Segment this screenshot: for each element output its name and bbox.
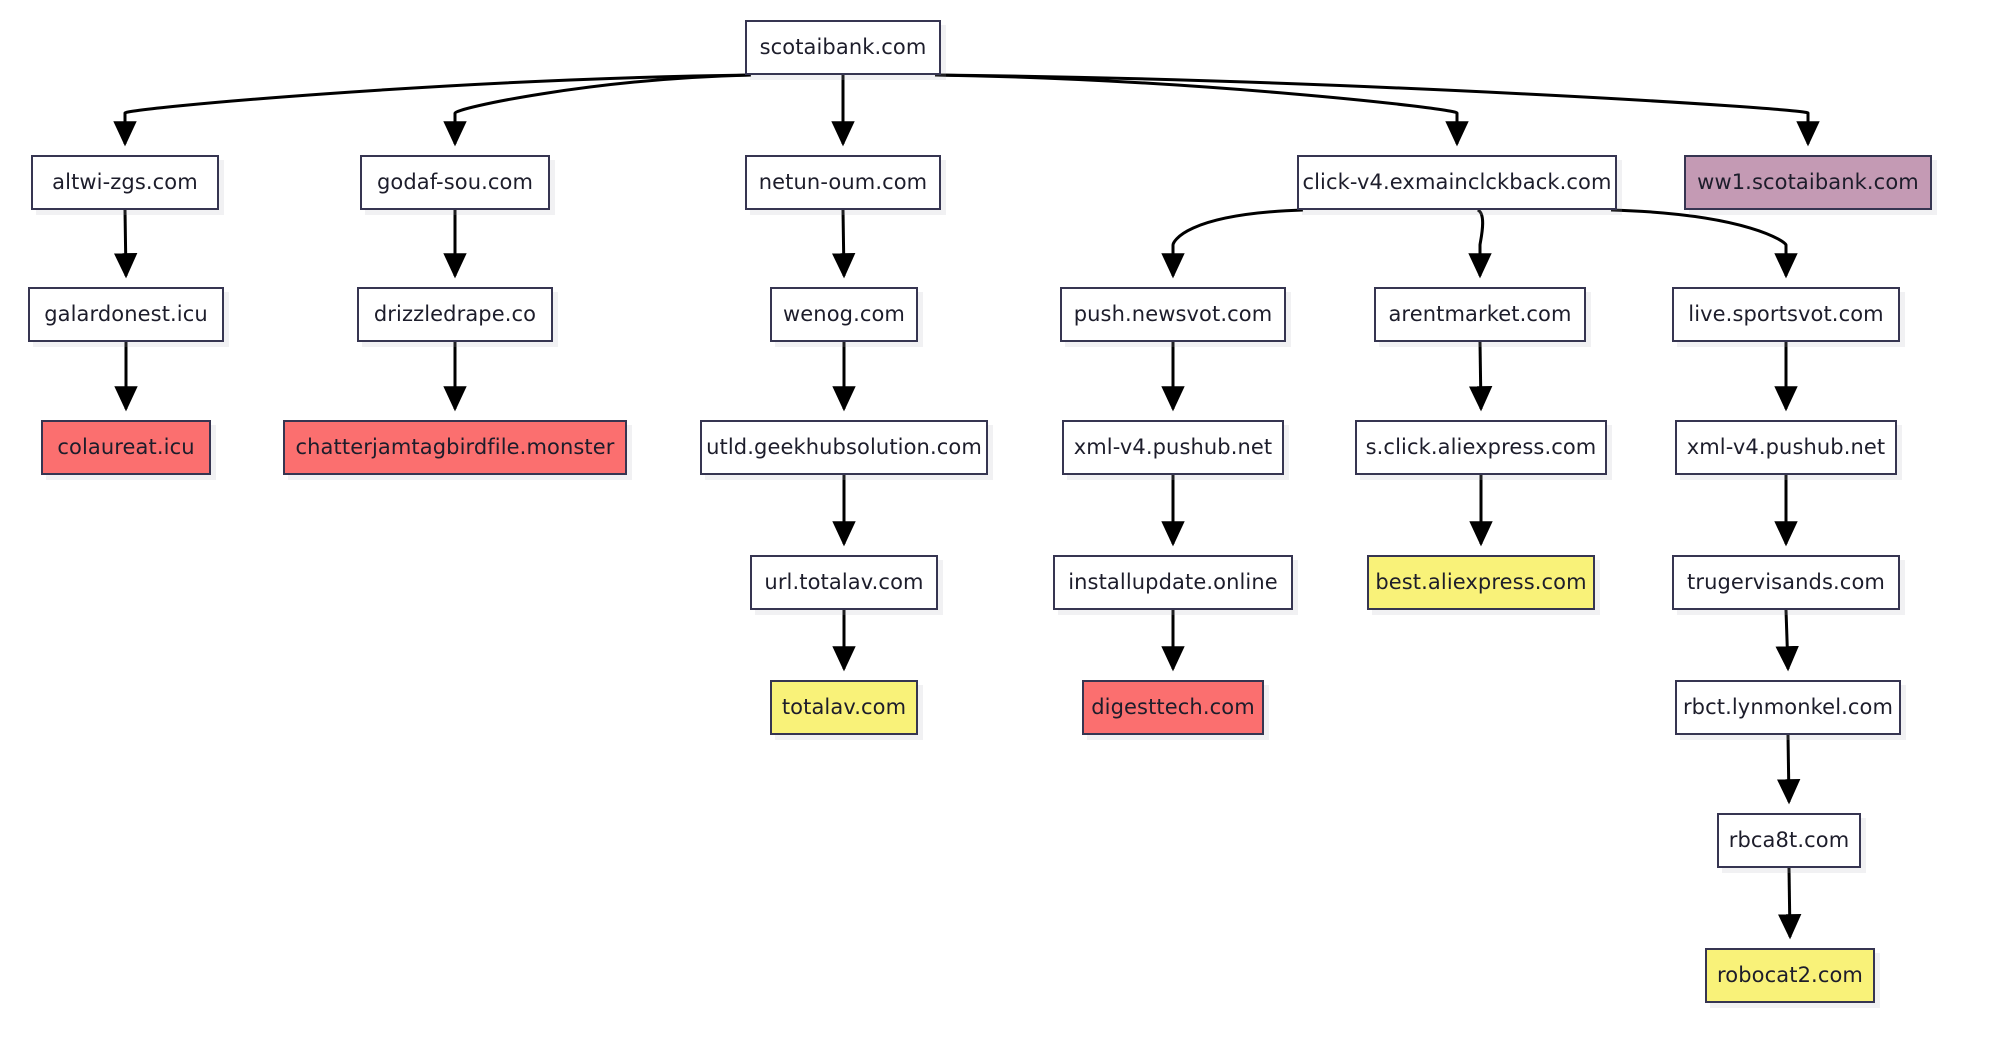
redirect-edge [113,73,752,147]
domain-node-label: click-v4.exmainclckback.com [1302,170,1612,194]
domain-node[interactable]: colaureat.icu [41,420,211,475]
domain-node[interactable]: push.newsvot.com [1060,287,1286,342]
domain-node-label: installupdate.online [1068,570,1278,594]
redirect-edge [1468,341,1493,412]
domain-node[interactable]: netun-oum.com [745,155,941,210]
domain-node-label: live.sportsvot.com [1688,302,1884,326]
redirect-edge [934,73,1469,147]
domain-node-label: netun-oum.com [758,170,928,194]
domain-node-label: drizzledrape.co [373,302,537,326]
domain-node[interactable]: rbct.lynmonkel.com [1675,680,1901,735]
domain-node[interactable]: utld.geekhubsolution.com [700,420,988,475]
redirect-edge [443,73,752,147]
domain-node-label: ww1.scotaibank.com [1697,170,1919,194]
domain-node-label: s.click.aliexpress.com [1365,435,1597,459]
domain-node[interactable]: scotaibank.com [745,20,941,75]
domain-node[interactable]: s.click.aliexpress.com [1355,420,1607,475]
domain-node-label: altwi-zgs.com [52,170,198,194]
domain-node[interactable]: chatterjamtagbirdfile.monster [283,420,627,475]
domain-node[interactable]: wenog.com [770,287,918,342]
domain-node[interactable]: digesttech.com [1082,680,1264,735]
domain-node-label: robocat2.com [1717,963,1863,987]
domain-node-label: galardonest.icu [44,302,208,326]
domain-node[interactable]: drizzledrape.co [357,287,553,342]
domain-node-label: wenog.com [782,302,905,326]
domain-node[interactable]: live.sportsvot.com [1672,287,1900,342]
redirect-edge [831,209,856,279]
redirect-edge [1776,734,1801,805]
redirect-edge [934,73,1820,147]
domain-node[interactable]: altwi-zgs.com [31,155,219,210]
domain-node[interactable]: rbca8t.com [1717,813,1861,868]
domain-node[interactable]: click-v4.exmainclckback.com [1297,155,1617,210]
domain-node-label: colaureat.icu [57,435,195,459]
domain-node-label: chatterjamtagbirdfile.monster [295,435,615,459]
domain-node[interactable]: xml-v4.pushub.net [1675,420,1897,475]
domain-node-label: trugervisands.com [1687,570,1885,594]
domain-node[interactable]: galardonest.icu [28,287,224,342]
domain-node[interactable]: totalav.com [770,680,918,735]
redirect-edge [1468,208,1492,279]
redirect-edge [1161,208,1304,279]
domain-node-label: xml-v4.pushub.net [1686,435,1886,459]
domain-node[interactable]: arentmarket.com [1374,287,1586,342]
domain-node-label: rbca8t.com [1728,828,1850,852]
domain-node[interactable]: robocat2.com [1705,948,1875,1003]
redirect-edge [1610,208,1798,279]
domain-node-label: best.aliexpress.com [1375,570,1587,594]
domain-node[interactable]: trugervisands.com [1672,555,1900,610]
redirect-edge [1777,867,1802,940]
domain-node[interactable]: installupdate.online [1053,555,1293,610]
domain-node-label: push.newsvot.com [1073,302,1273,326]
domain-node[interactable]: godaf-sou.com [360,155,550,210]
domain-node-label: totalav.com [781,695,907,719]
domain-node-label: godaf-sou.com [376,170,534,194]
domain-node-label: url.totalav.com [764,570,924,594]
domain-node[interactable]: best.aliexpress.com [1367,555,1595,610]
domain-node[interactable]: ww1.scotaibank.com [1684,155,1932,210]
domain-node-label: rbct.lynmonkel.com [1682,695,1894,719]
domain-node[interactable]: xml-v4.pushub.net [1062,420,1284,475]
domain-node-label: scotaibank.com [759,35,927,59]
domain-node-label: digesttech.com [1091,695,1255,719]
domain-node[interactable]: url.totalav.com [750,555,938,610]
redirect-edge [113,209,138,279]
domain-node-label: xml-v4.pushub.net [1073,435,1273,459]
domain-node-label: arentmarket.com [1388,302,1572,326]
redirect-edge [1775,609,1799,672]
domain-node-label: utld.geekhubsolution.com [706,435,982,459]
